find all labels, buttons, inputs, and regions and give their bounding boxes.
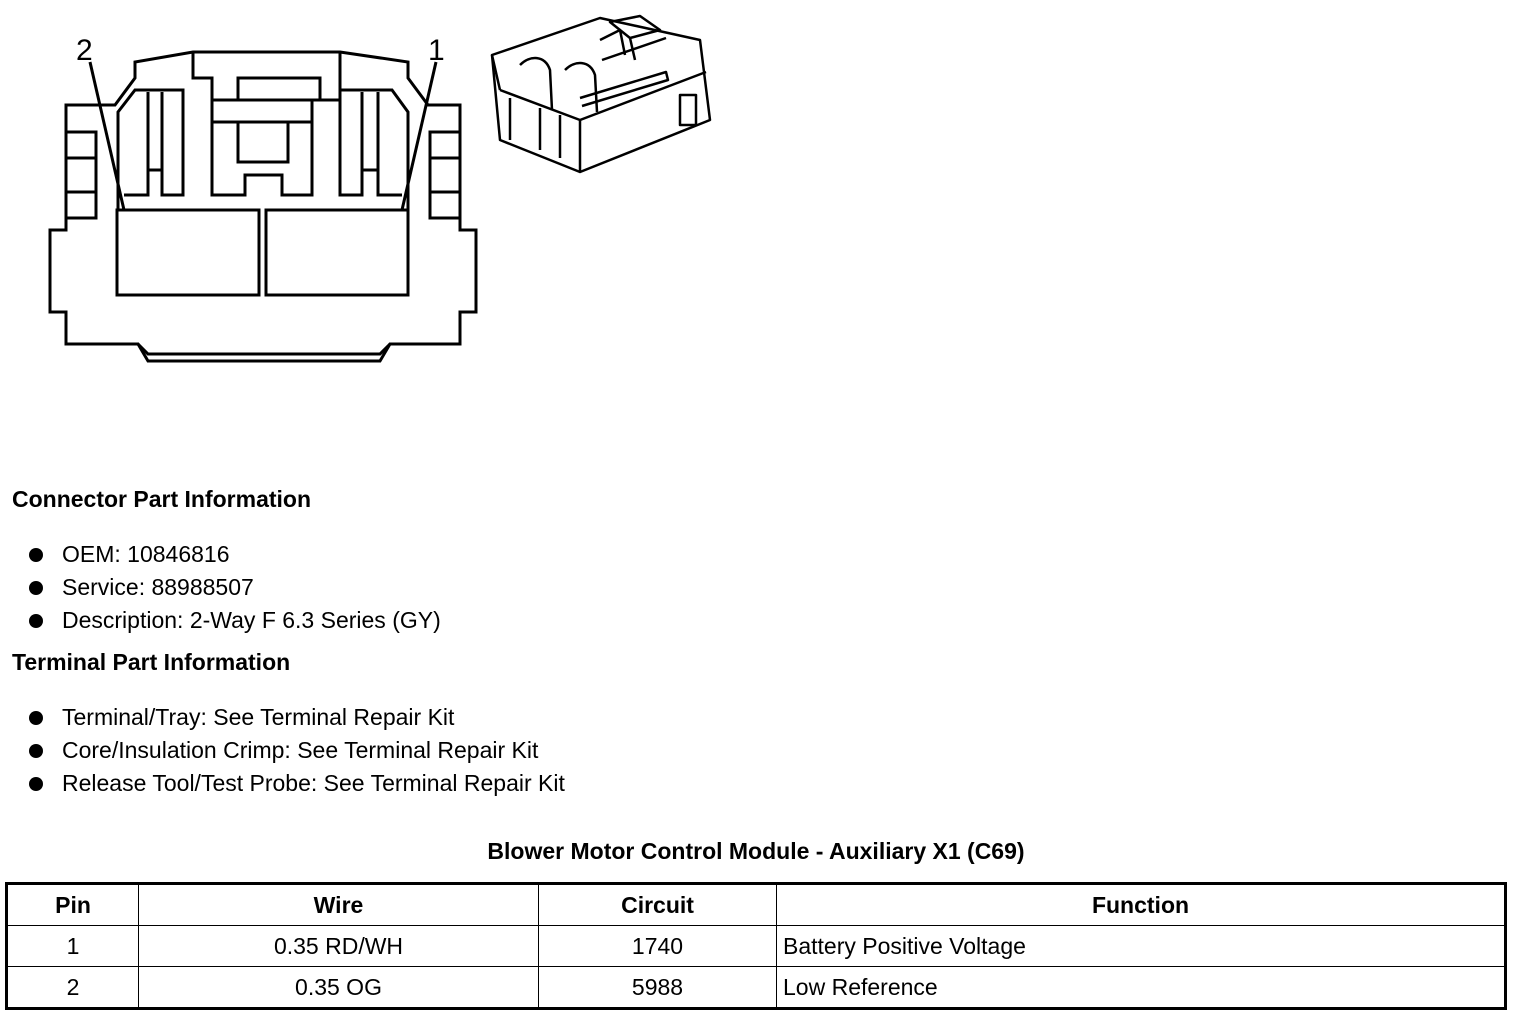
header-circuit: Circuit (538, 883, 777, 926)
cell-circuit: 1740 (538, 925, 777, 967)
connector-part-information-title: Connector Part Information (12, 486, 312, 512)
bullet-icon (29, 614, 43, 628)
pin-1-cavity (264, 208, 410, 297)
pinout-table: Pin Wire Circuit Function 1 0.35 RD/WH 1… (5, 882, 1507, 1010)
terminal-part-list: Terminal/Tray: See Terminal Repair Kit C… (28, 701, 565, 800)
header-wire: Wire (138, 883, 539, 926)
list-item: Description: 2-Way F 6.3 Series (GY) (28, 604, 441, 637)
list-item: Terminal/Tray: See Terminal Repair Kit (28, 701, 565, 734)
pin-2-cavity (115, 208, 261, 297)
bullet-icon (29, 711, 43, 725)
cell-function: Battery Positive Voltage (776, 925, 1506, 967)
cell-circuit: 5988 (538, 966, 777, 1009)
list-item: Service: 88988507 (28, 571, 441, 604)
connector-part-list: OEM: 10846816 Service: 88988507 Descript… (28, 538, 441, 637)
terminal-part-information-title: Terminal Part Information (12, 649, 291, 675)
connector-housing-outline (48, 50, 478, 363)
header-pin: Pin (6, 883, 139, 926)
cell-function: Low Reference (776, 966, 1506, 1009)
pin-1-label: 1 (428, 34, 445, 67)
header-function: Function (776, 883, 1506, 926)
cell-wire: 0.35 RD/WH (138, 925, 539, 967)
connector-isometric-view (490, 14, 712, 174)
bullet-icon (29, 777, 43, 791)
cell-pin: 2 (6, 966, 139, 1009)
bullet-icon (29, 744, 43, 758)
table-row: 2 0.35 OG 5988 Low Reference (6, 966, 1506, 1009)
table-row: 1 0.35 RD/WH 1740 Battery Positive Volta… (6, 925, 1506, 967)
list-item: Release Tool/Test Probe: See Terminal Re… (28, 767, 565, 800)
bullet-icon (29, 548, 43, 562)
cell-wire: 0.35 OG (138, 966, 539, 1009)
table-header-row: Pin Wire Circuit Function (6, 883, 1506, 926)
connector-diagram: 2 1 (48, 14, 712, 363)
cell-pin: 1 (6, 925, 139, 967)
bullet-icon (29, 581, 43, 595)
pinout-table-title: Blower Motor Control Module - Auxiliary … (487, 838, 1025, 864)
pin-2-label: 2 (76, 34, 93, 67)
list-item: Core/Insulation Crimp: See Terminal Repa… (28, 734, 565, 767)
list-item: OEM: 10846816 (28, 538, 441, 571)
